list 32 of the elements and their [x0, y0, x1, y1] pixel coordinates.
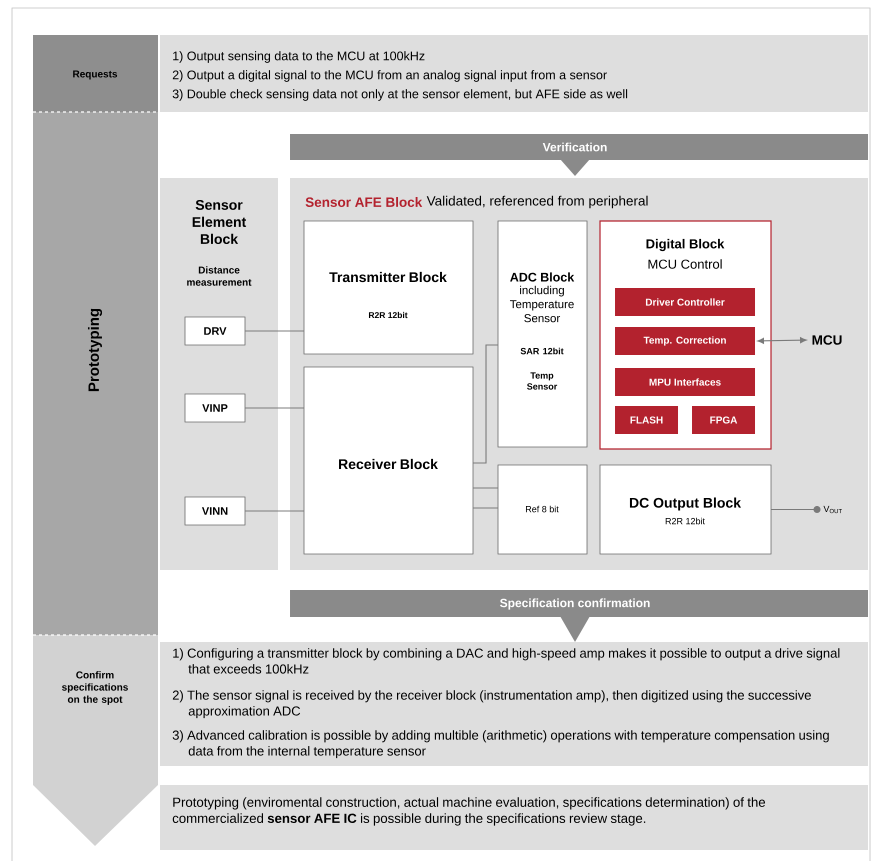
notes-box: 1) Configuring a transmitter block by combining a DAC and high-speed amp makes it possible to output a drive signal that exceeds 100kHz 2) The sensor signal is received by the receiver block (instrumentation amp), then digitized using the successive approximation ADC 3) Advanced calibration is possible by adding multible (arithmetic) operations with temperature compensation using data from the internal temperature sensor: [160, 642, 868, 766]
notes-box: Prototyping (enviromental construction, actual machine evaluation, specifications determination) of the commercialized sensor AFE IC is possible during the specifications review stage.: [160, 785, 868, 850]
connector-line: [473, 487, 498, 489]
connector-line: [771, 506, 821, 513]
signal-label: V$_{OUT}$: [820, 501, 846, 518]
connector-line: [245, 510, 304, 512]
stage-band: Confirm specifications on the spot: [33, 635, 158, 846]
banner: Verification: [290, 134, 868, 176]
pin-box: DRV: [184, 316, 246, 346]
pin-box: VINP: [184, 394, 246, 422]
connector-line: [245, 330, 304, 332]
block-box: DC Output Block R2R 12bit: [600, 464, 772, 554]
node-label: Confirm specifications on the spot: [62, 671, 128, 705]
stage-band: Prototyping: [33, 112, 158, 635]
function-box: FLASH: [615, 406, 678, 434]
stage-band: Requests: [33, 35, 158, 112]
pin-box: VINN: [184, 496, 246, 526]
requirements-box: 1) Output sensing data to the MCU at 100kHz 2) Output a digital signal to the MCU from an analog signal input from a sensor 3) Double check sensing data not only at the sensor element, but AFE side as well: [160, 35, 868, 112]
function-box: Temp. Correction: [615, 327, 755, 355]
block-box: Transmitter Block R2R 12bit: [304, 220, 474, 354]
banner: Specification confirmation: [290, 590, 868, 642]
block-box: Ref 8 bit: [498, 464, 588, 554]
signal-label: MCU: [808, 330, 846, 350]
connector-line: [473, 344, 498, 464]
function-box: MPU Interfaces: [615, 368, 755, 396]
arrow: [757, 337, 807, 344]
function-box: FPGA: [692, 406, 755, 434]
connector-line: [473, 507, 498, 509]
block-box: Receiver Block: [304, 366, 474, 554]
block-box: ADC Block including Temperature Sensor SAR 12bit Temp Sensor: [498, 220, 588, 448]
connector-line: [245, 407, 304, 409]
function-box: Driver Controller: [615, 288, 755, 316]
